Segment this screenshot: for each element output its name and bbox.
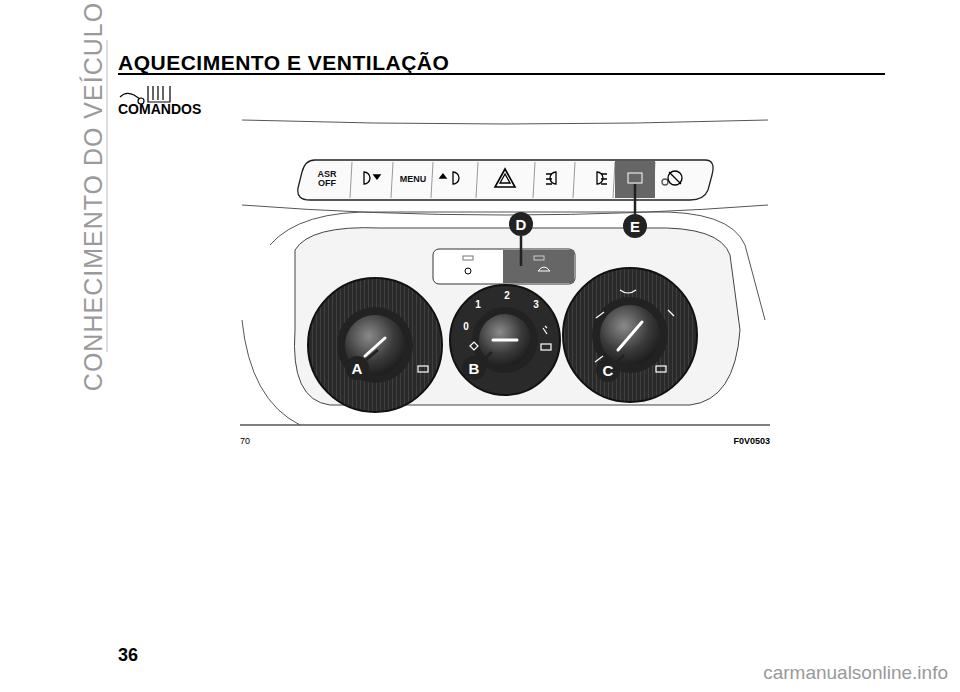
fan-speed-number: 2 bbox=[504, 291, 510, 301]
fan-speed-number: 0 bbox=[463, 322, 469, 332]
callout-letter: A bbox=[352, 361, 363, 376]
fan-speed-number: 1 bbox=[475, 300, 481, 310]
callout-letter: B bbox=[469, 361, 480, 376]
callout-letter: D bbox=[516, 217, 527, 232]
callout-letter: C bbox=[603, 363, 614, 378]
button-label-box: MENU bbox=[395, 166, 431, 192]
callout-letter: E bbox=[630, 219, 640, 234]
button-label-box: ASR OFF bbox=[306, 166, 348, 192]
figure-code: F0V0503 bbox=[733, 437, 770, 446]
section-heading: CONHECIMENTO DO VEÍCULO bbox=[81, 1, 106, 390]
button-text: MENU bbox=[400, 175, 427, 184]
watermark: carmanualsonline.info bbox=[763, 663, 948, 682]
subheading: COMANDOS bbox=[118, 102, 201, 116]
fan-speed-number: 3 bbox=[533, 300, 539, 310]
page-number: 36 bbox=[118, 646, 138, 664]
page-title: AQUECIMENTO E VENTILAÇÃO bbox=[118, 52, 449, 73]
button-text: ASR OFF bbox=[316, 170, 338, 188]
figure-number: 70 bbox=[240, 437, 250, 446]
